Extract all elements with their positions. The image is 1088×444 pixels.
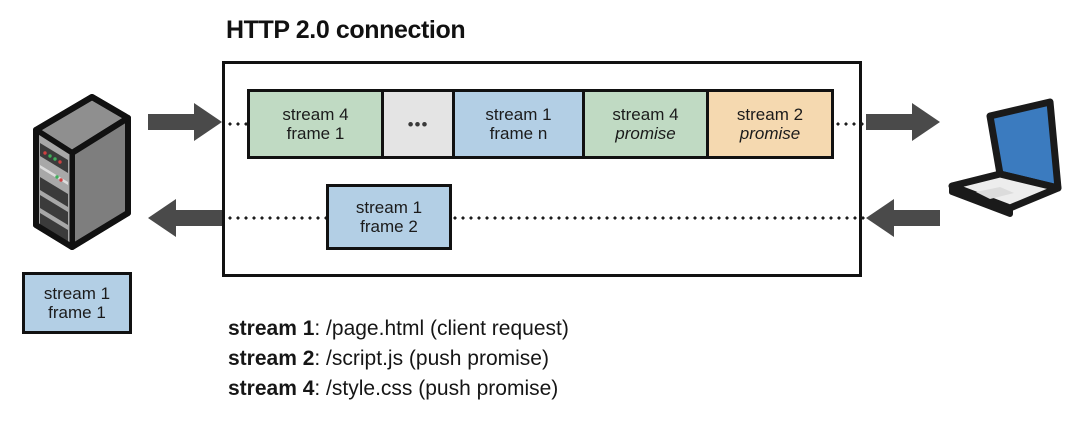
frame-cell-stream2-promise[interactable]: stream 2 promise [709,92,831,156]
legend-stream-detail: : /script.js (push promise) [314,347,549,370]
request-line-left-segment [226,122,250,126]
frame-line-1: stream 4 [612,105,679,124]
response-frame-stream1-frame2[interactable]: stream 1 frame 2 [326,184,452,250]
response-line-left-segment [226,216,326,220]
server-icon [30,85,134,270]
request-frame-strip: stream 4 frame 1 ••• stream 1 frame n st… [247,89,834,159]
frame-line-2: frame 2 [360,217,418,236]
legend-row-stream1: stream 1: /page.html (client request) [228,314,569,344]
legend-stream-name: stream 2 [228,347,315,370]
frame-line-2: promise [615,124,676,143]
laptop-icon [940,88,1068,233]
detached-frame-stream1-frame1[interactable]: stream 1 frame 1 [22,272,132,334]
frame-line-1: stream 1 [355,198,423,217]
frame-line-2: frame 1 [48,303,106,322]
legend-row-stream4: stream 4: /style.css (push promise) [228,374,569,404]
frame-line-1: stream 1 [485,105,552,124]
arrow-right-icon [148,103,222,141]
frame-line-1: stream 4 [282,105,349,124]
request-line-right-segment [826,122,864,126]
page-title: HTTP 2.0 connection [226,16,466,44]
arrow-left-icon [148,199,222,237]
arrow-right-icon [866,103,940,141]
frame-line-2: frame 1 [286,124,345,143]
frame-cell-ellipsis[interactable]: ••• [384,92,455,156]
frame-line-2: frame n [489,124,548,143]
legend-stream-detail: : /page.html (client request) [314,317,569,340]
response-line-right-segment [451,216,865,220]
frame-cell-stream1-framen[interactable]: stream 1 frame n [455,92,585,156]
frame-ellipsis-label: ••• [407,114,429,134]
arrow-left-icon [866,199,940,237]
frame-line-2: promise [739,124,801,143]
legend-stream-name: stream 1 [228,317,315,340]
legend-row-stream2: stream 2: /script.js (push promise) [228,344,569,374]
legend: stream 1: /page.html (client request) st… [228,314,569,404]
frame-line-1: stream 2 [736,105,804,124]
frame-cell-stream4-frame1[interactable]: stream 4 frame 1 [250,92,384,156]
legend-stream-detail: : /style.css (push promise) [314,377,559,400]
frame-line-1: stream 1 [43,284,111,303]
legend-stream-name: stream 4 [228,377,315,400]
frame-cell-stream4-promise[interactable]: stream 4 promise [585,92,709,156]
